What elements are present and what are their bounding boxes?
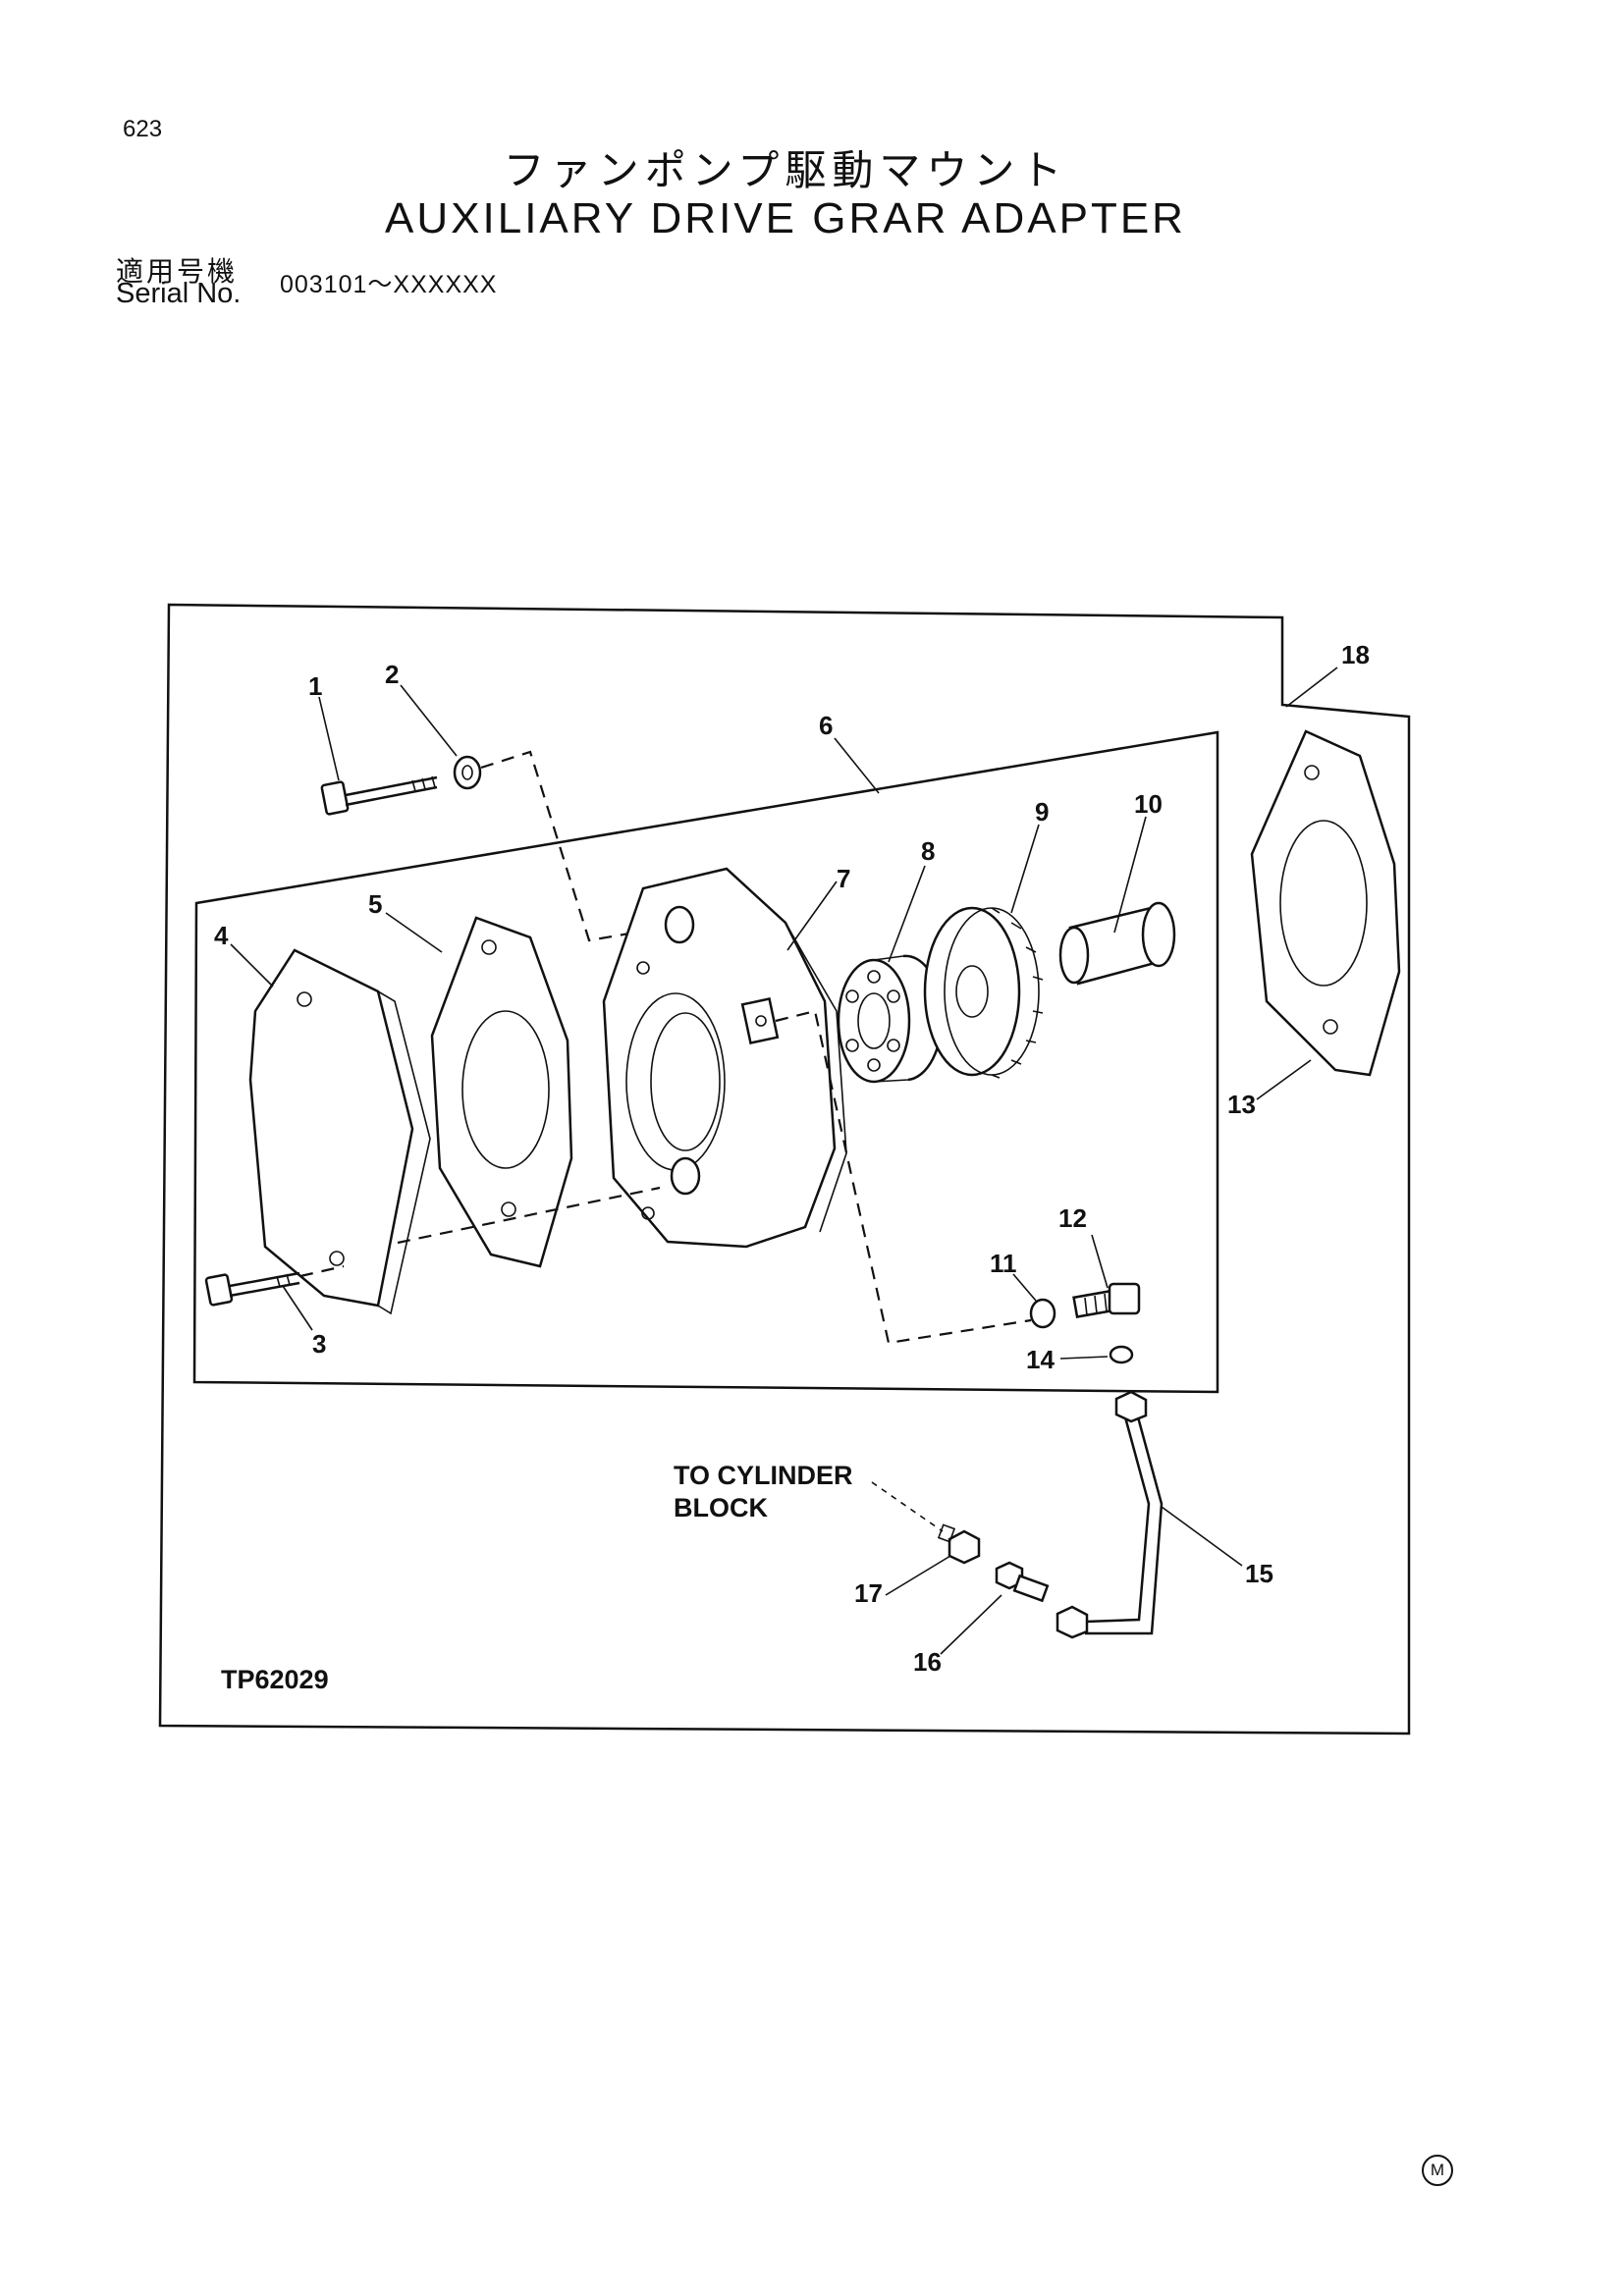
callout-13: 13 <box>1227 1090 1256 1119</box>
part-1-bolt <box>320 775 438 816</box>
part-13-gasket <box>1250 729 1401 1077</box>
m-mark: M <box>1422 2155 1453 2186</box>
part-3-bolt <box>204 1271 300 1307</box>
callout-6: 6 <box>819 711 833 740</box>
callout-4: 4 <box>214 921 229 950</box>
part-10-pin <box>1058 901 1176 986</box>
outer-frame <box>158 603 1411 1735</box>
title-english: AUXILIARY DRIVE GRAR ADAPTER <box>385 194 1186 242</box>
callout-5: 5 <box>368 889 382 919</box>
callout-10: 10 <box>1134 789 1163 819</box>
inner-frame <box>192 730 1219 1394</box>
page-number: 623 <box>123 116 163 142</box>
part-4-cover <box>248 948 414 1308</box>
part-15-pipe <box>1056 1390 1164 1639</box>
callout-8: 8 <box>921 836 935 866</box>
callout-9: 9 <box>1035 797 1049 827</box>
part-12-elbow <box>1072 1282 1141 1318</box>
title-japanese: ファンポンプ駆動マウント <box>503 146 1068 194</box>
part-16-connector <box>995 1561 1050 1603</box>
callout-11: 11 <box>990 1249 1017 1278</box>
dashed-line-bottom <box>397 1186 661 1245</box>
callout-14: 14 <box>1026 1345 1055 1374</box>
note-block: BLOCK <box>674 1493 768 1522</box>
note-to-cylinder: TO CYLINDER <box>674 1461 853 1490</box>
part-11-plug <box>1029 1298 1056 1329</box>
part-17-adapter <box>937 1523 981 1565</box>
part-14-oring <box>1109 1345 1134 1364</box>
part-2-washer <box>453 755 482 790</box>
callout-2: 2 <box>385 660 399 689</box>
callout-3: 3 <box>312 1329 326 1359</box>
serial-label-japanese: 適用号機 <box>116 255 239 288</box>
part-9-gear <box>923 906 1044 1079</box>
callout-12: 12 <box>1058 1203 1087 1233</box>
callouts: 1 2 3 4 5 6 7 8 9 10 11 12 13 14 15 16 1… <box>214 640 1370 1677</box>
callout-15: 15 <box>1245 1559 1273 1588</box>
serial-range: 003101～XXXXXX <box>280 271 498 298</box>
drawing-reference: TP62029 <box>221 1665 329 1694</box>
callout-16: 16 <box>913 1647 942 1677</box>
leader-lines <box>230 667 1338 1655</box>
callout-7: 7 <box>837 864 850 893</box>
serial-label-english: Serial No. <box>116 278 242 309</box>
dashed-line-lower-bolt <box>299 1264 345 1278</box>
callout-18: 18 <box>1341 640 1370 669</box>
callout-17: 17 <box>854 1578 883 1608</box>
callout-1: 1 <box>308 671 322 701</box>
part-5-gasket <box>430 916 573 1268</box>
part-7-housing <box>602 867 847 1249</box>
